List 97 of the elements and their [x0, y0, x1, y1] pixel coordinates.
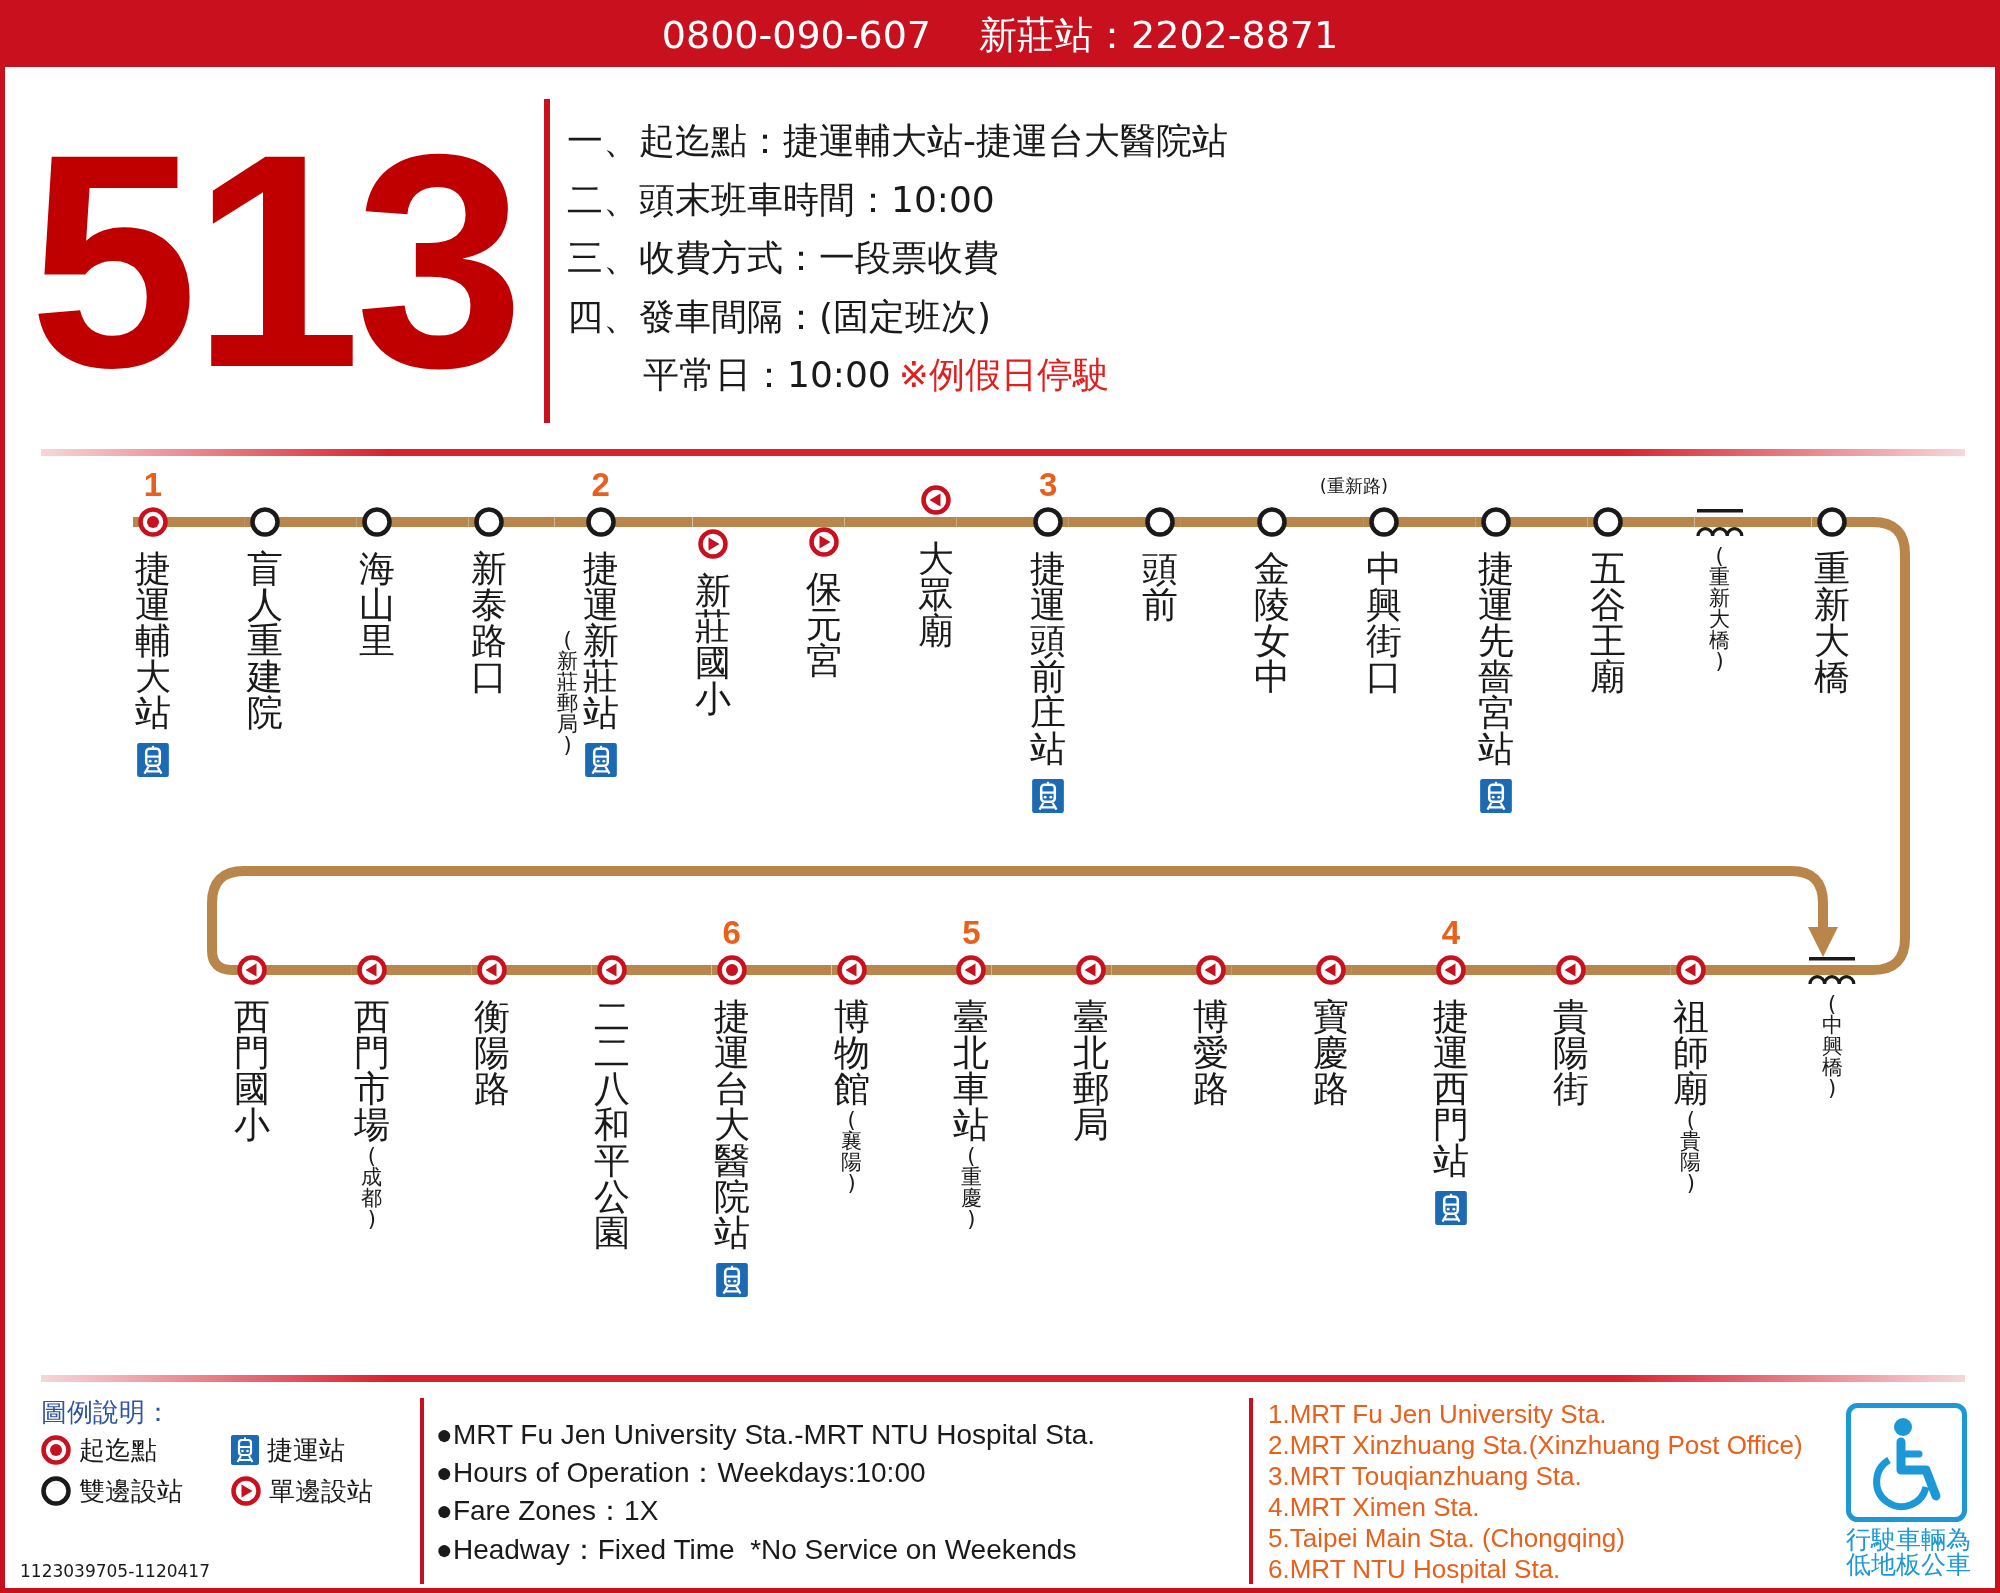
route-line — [751, 965, 832, 975]
route-line — [1471, 965, 1551, 975]
route-arrow — [207, 866, 1838, 975]
stop-name: 寶慶路 — [1312, 999, 1350, 1107]
stop-name: 五谷王廟 — [1589, 551, 1627, 695]
stop-name: 盲人重建院 — [246, 551, 284, 731]
stop-list-text: 2.MRT Xinzhuang Sta.(Xinzhuang Post Office) — [1268, 1430, 1803, 1462]
info-text: 四、發車間隔：(固定班次) — [567, 295, 992, 338]
stop-name: 金陵女中 — [1253, 551, 1291, 695]
route-line — [1515, 517, 1588, 527]
route-line — [1710, 965, 1807, 975]
stop-name: 捷運西門站 — [1432, 999, 1470, 1179]
stop-name: 中興街口 — [1365, 551, 1403, 695]
stop-name: 捷運先嗇宮站 — [1477, 551, 1515, 767]
route-line — [396, 517, 469, 527]
legend-text: 單邊設站 — [269, 1478, 373, 1504]
legend-text: 捷運站 — [267, 1437, 345, 1463]
route-line — [391, 965, 472, 975]
stop-name: 西門市場 — [353, 999, 391, 1143]
route-line — [1068, 517, 1141, 527]
stop-name: 海山里 — [358, 551, 396, 659]
stop-name: 捷運頭前庄站 — [1029, 551, 1067, 767]
route-line — [732, 517, 805, 527]
route-line — [956, 517, 1029, 527]
stop-list-text: 5.Taipei Main Sta. (Chongqing) — [1268, 1523, 1625, 1555]
stop-name: 臺北郵局 — [1072, 999, 1110, 1143]
stop-list-text: 4.MRT Ximen Sta. — [1268, 1492, 1480, 1524]
stop-number: 5 — [962, 915, 981, 949]
route-line — [1627, 517, 1695, 527]
legend-text: 雙邊設站 — [79, 1478, 183, 1504]
route-line — [508, 517, 555, 527]
stop-name: 保元宮 — [805, 571, 843, 679]
route-line — [1292, 517, 1364, 527]
stop-number: 4 — [1441, 915, 1461, 949]
contact-text: 0800-090-607 — [661, 15, 932, 57]
route-line — [272, 965, 352, 975]
info-text: 三、收費方式：一段票收費 — [567, 237, 999, 279]
road-note-text: (重新路) — [1319, 477, 1388, 495]
route-line — [284, 517, 357, 527]
stop-list-text: 3.MRT Touqianzhuang Sta. — [1268, 1461, 1582, 1493]
route-number: 513 — [29, 109, 519, 413]
stop-name: 大眾廟 — [917, 541, 955, 649]
stop-name: 捷運新莊站 — [582, 551, 620, 731]
stop-name-note: (新莊郵局) — [556, 630, 579, 756]
route-line — [1403, 517, 1476, 527]
route-line — [1111, 965, 1192, 975]
route-line — [1590, 965, 1671, 975]
stop-number: 1 — [143, 467, 163, 501]
stop-name: 新莊國小 — [694, 573, 731, 717]
stop-name: 捷運輔大站 — [134, 551, 172, 731]
route-info-text: ●Fare Zones：1X — [436, 1494, 659, 1528]
route-line — [631, 965, 712, 975]
route-info-text: ●Headway：Fixed Time *No Service on Weekends — [436, 1533, 1077, 1567]
legend-title: 圖例說明： — [41, 1397, 171, 1429]
stop-name-note: (成都) — [360, 1146, 383, 1230]
route-line — [620, 517, 693, 527]
stop-name: 頭前 — [1141, 551, 1179, 623]
stop-name: 衡陽路 — [473, 999, 511, 1107]
route-line — [1744, 517, 1812, 527]
info-text: 二、頭末班車時間：10:00 — [567, 178, 995, 220]
stop-name: 新泰路口 — [470, 551, 508, 695]
route-line — [871, 965, 952, 975]
route-line — [511, 965, 592, 975]
notice-text: ※例假日停駛 — [898, 354, 1109, 396]
route-line — [173, 517, 245, 527]
stop-name: 祖師廟 — [1672, 999, 1710, 1107]
stop-name: 貴陽街 — [1552, 999, 1590, 1107]
route-line — [1351, 965, 1431, 975]
route-line — [1231, 965, 1312, 975]
stop-name-note: (襄陽) — [840, 1110, 863, 1194]
stop-list-text: 1.MRT Fu Jen University Sta. — [1268, 1399, 1607, 1431]
stop-number: 2 — [591, 467, 610, 501]
stop-list-text: 6.MRT NTU Hospital Sta. — [1268, 1554, 1561, 1586]
info-text: 一、起迄點：捷運輔大站-捷運台大醫院站 — [567, 120, 1228, 162]
stop-name: 臺北車站 — [952, 999, 990, 1143]
legend-text: 起迄點 — [79, 1437, 157, 1463]
info-text: 平常日：10:00 — [643, 354, 891, 396]
route-info-text: ●Hours of Operation：Weekdays:10:00 — [436, 1456, 926, 1490]
stop-name-note: (貴陽) — [1679, 1110, 1702, 1194]
stop-number: 6 — [722, 915, 741, 949]
stop-number: 3 — [1039, 467, 1058, 501]
route-line — [1180, 517, 1252, 527]
code-text: 1123039705-1120417 — [20, 1561, 210, 1582]
contact-text: 新莊站：2202-8871 — [979, 15, 1339, 57]
stop-name: 博愛路 — [1192, 999, 1230, 1107]
stop-name: 博物館 — [833, 999, 870, 1107]
stop-name-note: (重慶) — [960, 1146, 983, 1230]
accessibility-note: 行駛車輛為低地板公車 — [1844, 1527, 1972, 1577]
route-line — [991, 965, 1072, 975]
bridge-label: (重新大橋) — [1708, 546, 1731, 672]
stop-name: 重新大橋 — [1813, 551, 1850, 695]
route-info-text: ●MRT Fu Jen University Sta.-MRT NTU Hospital Sta. — [436, 1418, 1095, 1452]
stop-name: 二二八和平公園 — [593, 999, 631, 1251]
route-line — [844, 517, 917, 527]
bridge-label: (中興橋) — [1821, 994, 1843, 1099]
stop-name: 捷運台大醫院站 — [713, 999, 751, 1251]
stop-name: 西門國小 — [233, 999, 271, 1143]
